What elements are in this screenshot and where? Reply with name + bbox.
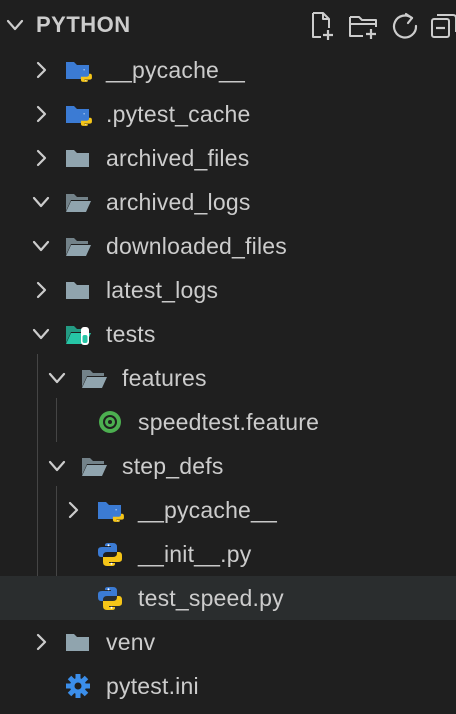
tree-item-label: venv (106, 629, 156, 655)
tree-folder[interactable]: features (0, 356, 456, 400)
tests-folder-icon (66, 326, 91, 345)
tree-folder[interactable]: step_defs (0, 444, 456, 488)
tree-file[interactable]: speedtest.feature (0, 400, 456, 444)
chevron-right-icon[interactable] (30, 279, 52, 301)
python-folder-icon (66, 62, 92, 82)
gear-icon (66, 674, 90, 698)
chevron-down-icon[interactable] (30, 235, 52, 257)
tree-folder[interactable]: __pycache__ (0, 488, 456, 532)
python-folder-icon (98, 502, 124, 522)
tree-item-label: __init__.py (138, 541, 252, 567)
chevron-right-icon[interactable] (30, 147, 52, 169)
indent-guide (56, 398, 57, 442)
folder-icon (66, 282, 89, 299)
chevron-right-icon[interactable] (62, 499, 84, 521)
chevron-right-icon[interactable] (30, 631, 52, 653)
tree-item-label: speedtest.feature (138, 409, 320, 435)
chevron-down-icon[interactable] (46, 455, 68, 477)
tree-folder[interactable]: archived_files (0, 136, 456, 180)
cucumber-file-icon (99, 411, 121, 433)
chevron-right-icon[interactable] (30, 59, 52, 81)
tree-item-label: downloaded_files (106, 233, 287, 259)
tree-item-label: archived_logs (106, 189, 251, 215)
folder-icon (66, 194, 91, 212)
folder-icon (66, 238, 91, 256)
python-file-icon (98, 543, 122, 566)
tree-file[interactable]: test_speed.py (0, 576, 456, 620)
tree-item-label: test_speed.py (138, 585, 284, 611)
tree-item-label: latest_logs (106, 277, 219, 303)
python-folder-icon (66, 106, 92, 126)
indent-guide (37, 354, 38, 618)
tree-item-label: __pycache__ (106, 57, 246, 83)
indent-guide (56, 486, 57, 618)
tree-item-label: step_defs (122, 453, 224, 479)
collapse-all-icon[interactable] (428, 10, 456, 42)
folder-icon (82, 458, 107, 476)
tree-file[interactable]: pytest.ini (0, 664, 456, 708)
tree-file[interactable]: __init__.py (0, 532, 456, 576)
tree-item-label: pytest.ini (106, 673, 199, 699)
explorer-section-header[interactable]: PYTHON (0, 0, 456, 50)
refresh-icon[interactable] (389, 10, 421, 42)
new-file-icon[interactable] (306, 10, 338, 42)
tree-folder[interactable]: tests (0, 312, 456, 356)
new-folder-icon[interactable] (348, 10, 380, 42)
tree-folder[interactable]: downloaded_files (0, 224, 456, 268)
python-file-icon (98, 587, 122, 610)
tree-folder[interactable]: .pytest_cache (0, 92, 456, 136)
section-title: PYTHON (36, 12, 131, 37)
tree-folder[interactable]: latest_logs (0, 268, 456, 312)
chevron-right-icon[interactable] (30, 103, 52, 125)
folder-icon (66, 150, 89, 167)
tree-folder[interactable]: __pycache__ (0, 48, 456, 92)
tree-item-label: __pycache__ (138, 497, 278, 523)
tree-item-label: features (122, 365, 207, 391)
chevron-down-icon[interactable] (4, 14, 26, 36)
explorer-actions (256, 10, 456, 42)
chevron-down-icon[interactable] (30, 323, 52, 345)
tree-folder[interactable]: venv (0, 620, 456, 664)
tree-item-label: tests (106, 321, 156, 347)
folder-icon (66, 634, 89, 651)
chevron-down-icon[interactable] (46, 367, 68, 389)
chevron-down-icon[interactable] (30, 191, 52, 213)
tree-item-label: archived_files (106, 145, 250, 171)
tree-item-label: .pytest_cache (106, 101, 251, 127)
tree-folder[interactable]: archived_logs (0, 180, 456, 224)
folder-icon (82, 370, 107, 388)
